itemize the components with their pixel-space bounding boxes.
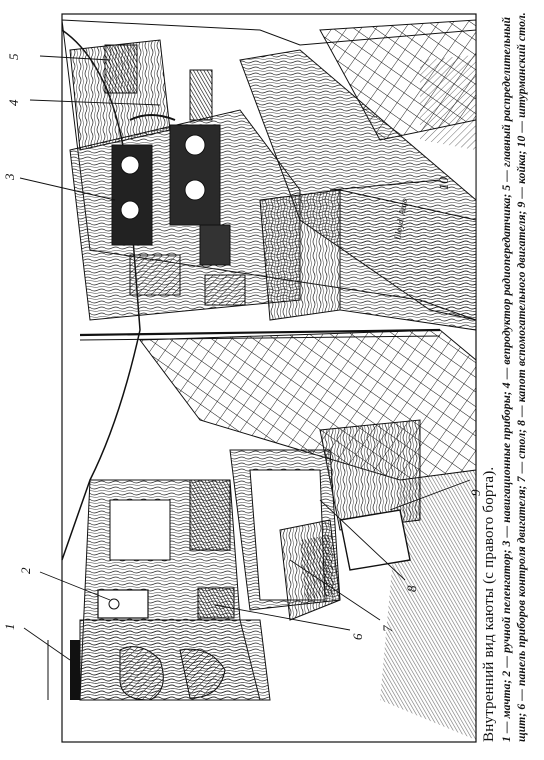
pipe-rail bbox=[79, 328, 441, 337]
callout-2: 2 bbox=[18, 567, 33, 574]
callout-1: 1 bbox=[2, 624, 17, 631]
caption-title: Внутренний вид каюты (с правого борта). bbox=[481, 466, 497, 742]
callout-4: 4 bbox=[6, 99, 21, 106]
figure-caption: Внутренний вид каюты (с правого борта). … bbox=[481, 7, 529, 742]
berth bbox=[139, 329, 477, 740]
hand-bearing-finder bbox=[97, 589, 149, 619]
callout-9: 9 bbox=[468, 489, 483, 496]
callout-6: 6 bbox=[350, 633, 365, 640]
callout-10: 10 bbox=[436, 177, 451, 191]
chart-table: Lloyd. Auto bbox=[239, 49, 477, 331]
mast bbox=[70, 640, 80, 700]
table-and-engine-hood bbox=[229, 449, 341, 621]
caption-legend: 1 — мачта; 2 — ручной пеленгатор; 3 — на… bbox=[500, 12, 528, 742]
callout-8: 8 bbox=[404, 585, 419, 592]
callout-7: 7 bbox=[380, 625, 395, 632]
callout-3: 3 bbox=[2, 173, 17, 181]
main-distribution-panel bbox=[69, 39, 213, 151]
engine-control-panel bbox=[197, 587, 235, 619]
navigation-instruments-shelf bbox=[69, 109, 301, 321]
leader-lines bbox=[19, 55, 471, 661]
window-grid bbox=[319, 19, 477, 150]
callout-5: 5 bbox=[6, 53, 21, 60]
lower-cabinet bbox=[79, 479, 271, 701]
